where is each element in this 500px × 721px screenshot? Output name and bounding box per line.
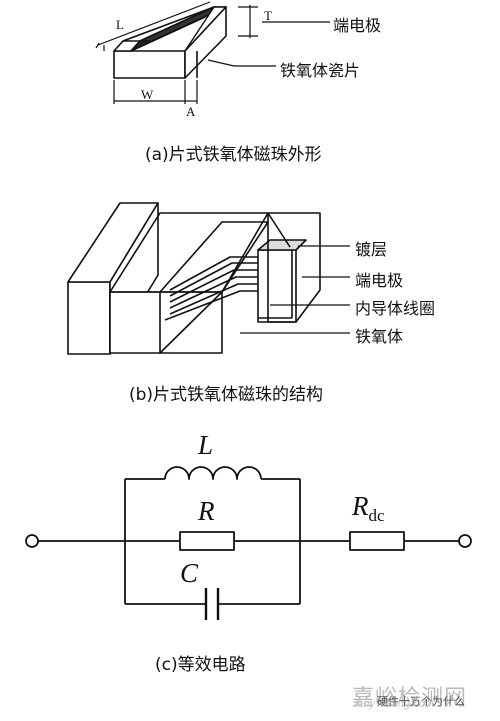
output-terminal [458, 534, 472, 548]
dimension-lines [95, 1, 258, 104]
dim-label-l: L [116, 17, 124, 32]
label-end-electrode-a: 端电极 [333, 16, 382, 35]
caption-b: (b)片式铁氧体磁珠的结构 [129, 385, 324, 405]
caption-c: (c)等效电路 [155, 655, 246, 675]
inductor-coil [164, 466, 262, 480]
label-plating: 镀层 [355, 240, 388, 259]
caption-a: (a)片式铁氧体磁珠外形 [145, 145, 322, 165]
label-inner-coil: 内导体线圈 [355, 299, 436, 318]
chip-bead-exterior [113, 6, 227, 79]
watermark-site: 嘉峪检测网 [352, 686, 468, 711]
equivalent-circuit [25, 466, 472, 620]
watermark-faint: AnyTesting.com [356, 698, 434, 710]
label-end-electrode-b: 端电极 [355, 271, 404, 290]
resistor-r [179, 531, 235, 551]
chip-bead-structure [67, 202, 321, 355]
leader-lines-b [240, 245, 350, 334]
input-terminal [25, 534, 39, 548]
dim-label-w: W [141, 87, 154, 102]
watermark-account: 硬件十万个为什么 [377, 695, 465, 708]
symbol-rdc-subscript: dc [368, 506, 385, 525]
symbol-r: R [198, 496, 215, 526]
symbol-l: L [198, 430, 214, 460]
symbol-rdc: Rdc [352, 491, 385, 526]
leader-lines-a [207, 21, 330, 67]
label-ferrite: 铁氧体 [355, 327, 404, 346]
resistor-rdc [349, 531, 405, 551]
symbol-rdc-main: R [352, 491, 369, 521]
dim-label-t: T [264, 8, 272, 23]
symbol-c: C [180, 558, 199, 588]
label-ferrite-ceramic: 铁氧体瓷片 [280, 61, 361, 80]
dim-label-a: A [186, 104, 196, 119]
